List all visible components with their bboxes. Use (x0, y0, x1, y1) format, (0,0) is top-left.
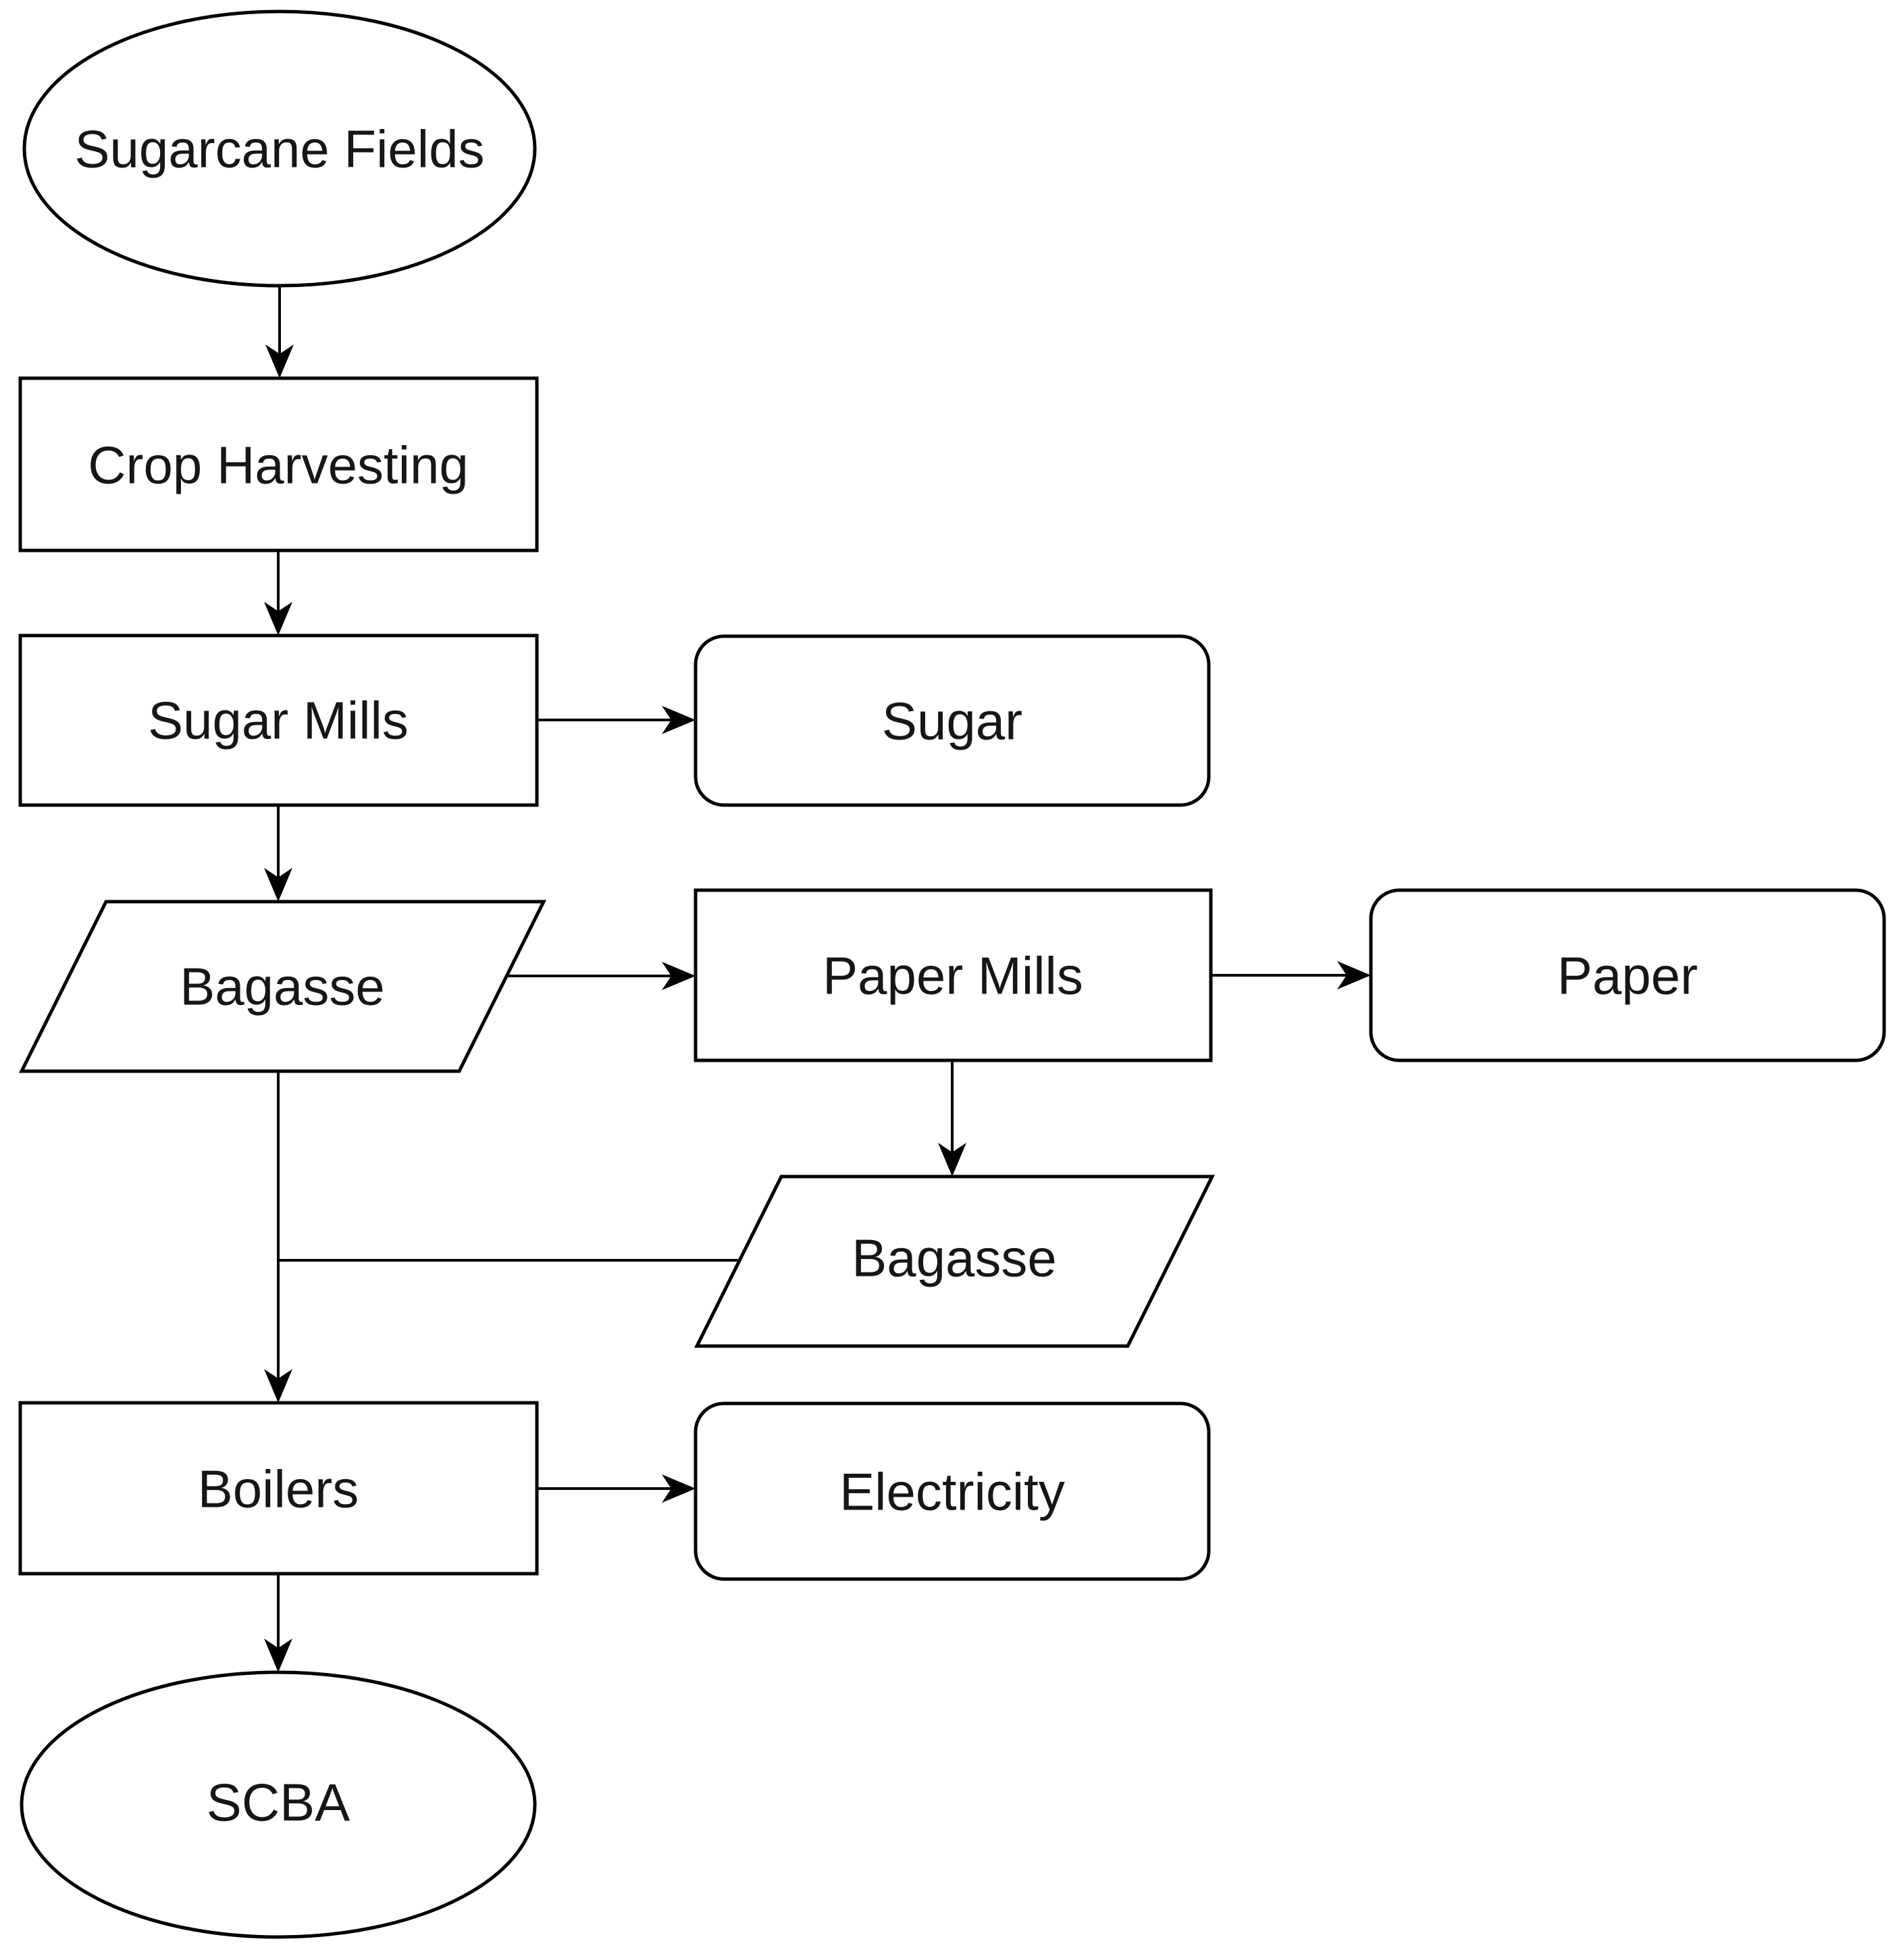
edge-bagasse-1-to-paper-mills (506, 962, 696, 990)
node-sugarcane-fields: Sugarcane Fields (22, 9, 537, 288)
sugar-box (694, 634, 1211, 807)
paper-mills-box (694, 888, 1213, 1062)
arrowhead-icon (662, 962, 696, 990)
arrowhead-icon (662, 1474, 696, 1503)
scba-ellipse (20, 1670, 537, 1939)
boilers-box (18, 1401, 539, 1576)
paper-label: Paper (1557, 946, 1698, 1005)
edge-paper-mills-to-bagasse-2 (938, 1060, 966, 1177)
crop-harvesting-label: Crop Harvesting (88, 435, 469, 494)
edge-sugarcane-fields-to-crop-harvesting (265, 286, 294, 378)
arrowhead-icon (662, 706, 696, 734)
node-crop-harvesting: Crop Harvesting (18, 376, 539, 552)
edge-sugar-mills-to-bagasse-1 (264, 805, 292, 902)
paper-mills-label: Paper Mills (823, 946, 1083, 1005)
edge-boilers-to-electricity (537, 1474, 696, 1503)
node-electricity: Electricity (694, 1401, 1211, 1581)
boilers-label: Boilers (198, 1459, 359, 1518)
edge-bagasse-1-to-boilers (264, 1071, 292, 1403)
crop-harvesting-box (18, 376, 539, 552)
bagasse-2-parallelogram (694, 1175, 1216, 1348)
arrowhead-icon (264, 868, 292, 902)
node-paper-mills: Paper Mills (694, 888, 1213, 1062)
node-bagasse-1: Bagasse (18, 900, 547, 1073)
node-scba: SCBA (20, 1670, 537, 1939)
bagasse-1-label: Bagasse (180, 956, 385, 1016)
node-paper: Paper (1369, 888, 1886, 1062)
node-sugar-mills: Sugar Mills (18, 634, 539, 807)
node-bagasse-2: Bagasse (694, 1175, 1216, 1348)
electricity-box (694, 1401, 1211, 1581)
sugar-mills-label: Sugar Mills (148, 690, 409, 750)
sugar-mills-box (18, 634, 539, 807)
arrowhead-icon (264, 602, 292, 636)
bagasse-2-label: Bagasse (852, 1228, 1057, 1287)
arrowhead-icon (264, 1369, 292, 1403)
edge-paper-mills-to-paper (1211, 961, 1371, 989)
arrowhead-icon (1337, 961, 1371, 989)
edge-crop-harvesting-to-sugar-mills (264, 550, 292, 636)
sugar-label: Sugar (882, 691, 1022, 750)
arrowhead-icon (265, 344, 294, 378)
sugarcane-fields-ellipse (22, 9, 537, 288)
node-sugar: Sugar (694, 634, 1211, 807)
arrowhead-icon (938, 1143, 966, 1177)
arrowhead-icon (264, 1639, 292, 1672)
node-boilers: Boilers (18, 1401, 539, 1576)
sugarcane-fields-label: Sugarcane Fields (74, 119, 484, 178)
bagasse-1-parallelogram (18, 900, 547, 1073)
edge-boilers-to-scba (264, 1574, 292, 1672)
edge-sugar-mills-to-sugar (537, 706, 696, 734)
electricity-label: Electricity (839, 1462, 1065, 1521)
paper-box (1369, 888, 1886, 1062)
scba-label: SCBA (207, 1772, 350, 1832)
